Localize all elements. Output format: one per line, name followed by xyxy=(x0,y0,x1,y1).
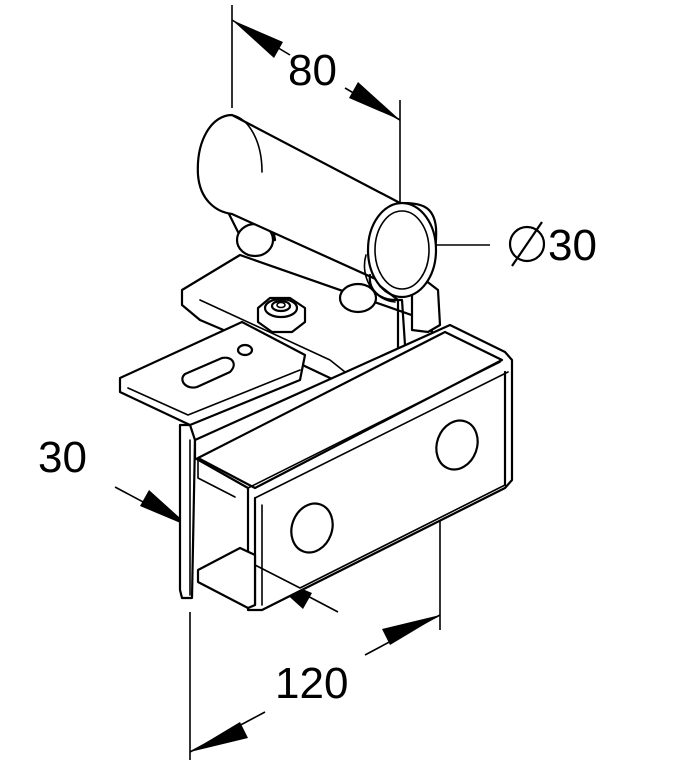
small-hole xyxy=(236,343,254,357)
channel-hole-left xyxy=(290,502,334,554)
c-channel xyxy=(193,323,514,612)
arrow-120-left xyxy=(190,722,248,752)
channel-hole-right xyxy=(435,419,479,471)
arrow-30-left xyxy=(140,490,190,527)
dimension-diameter-label: 30 xyxy=(548,221,597,270)
hex-nut xyxy=(256,296,307,334)
dimension-120-label: 120 xyxy=(275,659,348,708)
tube-clamp xyxy=(196,113,438,354)
dimension-diameter-30: 30 xyxy=(430,221,597,270)
dimension-80: 80 xyxy=(231,5,401,205)
arrow-80-right xyxy=(349,82,400,120)
arrow-120-right xyxy=(382,615,440,645)
diameter-icon xyxy=(508,221,546,267)
dimension-120: 120 xyxy=(189,470,441,760)
dimension-80-label: 80 xyxy=(288,46,337,95)
arrow-80-left xyxy=(232,20,283,58)
dimension-30-label: 30 xyxy=(38,433,87,482)
left-bracket xyxy=(118,320,307,600)
slot-hole xyxy=(181,356,235,389)
